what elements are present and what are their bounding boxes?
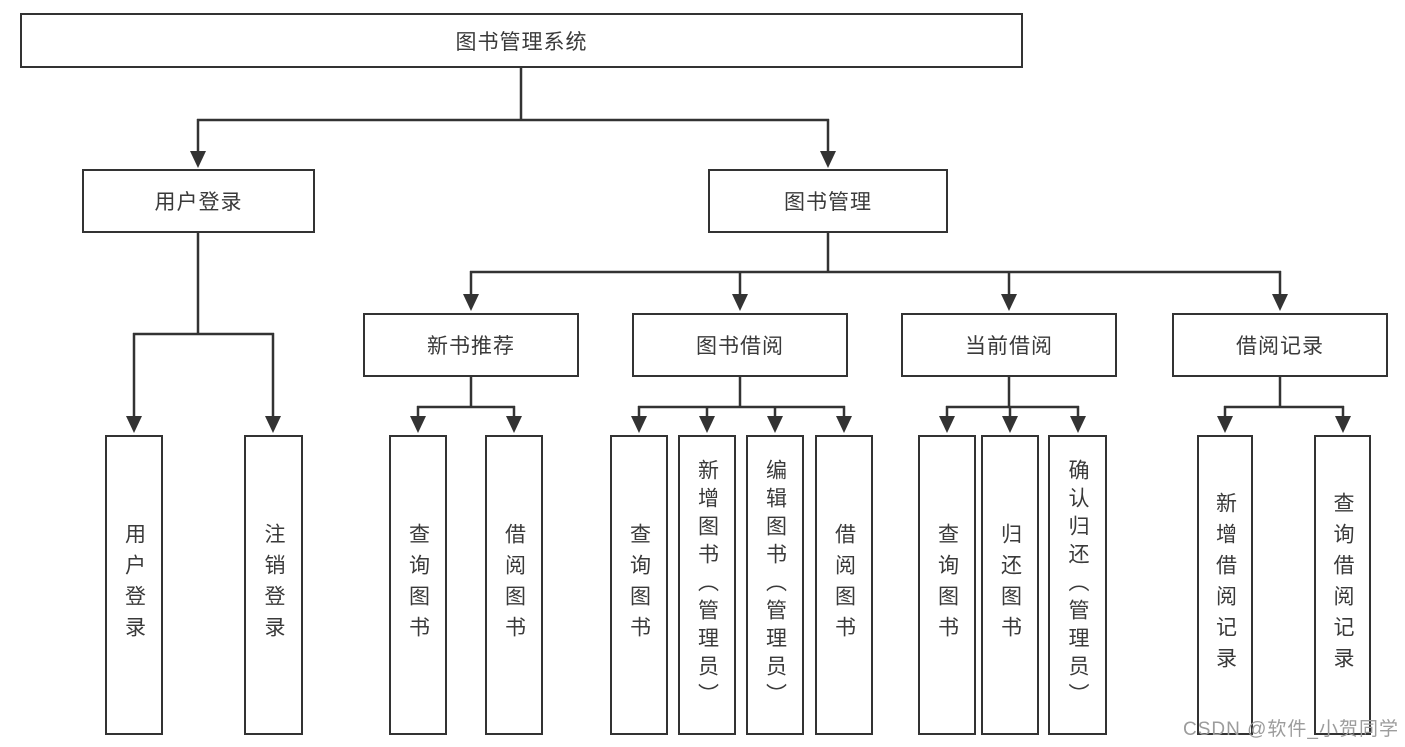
leaf-add-borrow-record-label: 新增借阅记录 — [1213, 492, 1237, 678]
leaf-return-books: 归还图书 — [981, 435, 1039, 735]
leaf-add-book-admin: 新增图书（管理员） — [678, 435, 736, 735]
leaf-logout-label: 注销登录 — [262, 523, 285, 647]
node-current-borrowing: 当前借阅 — [901, 313, 1117, 377]
leaf-confirm-return-admin: 确认归还（管理员） — [1048, 435, 1107, 735]
leaf-query-books-borrowing: 查询图书 — [610, 435, 668, 735]
leaf-query-books-recommend-label: 查询图书 — [406, 523, 430, 647]
leaf-logout: 注销登录 — [244, 435, 303, 735]
node-book-management: 图书管理 — [708, 169, 948, 233]
leaf-add-borrow-record: 新增借阅记录 — [1197, 435, 1253, 735]
node-user-login-label: 用户登录 — [154, 191, 243, 214]
node-new-book-recommendation: 新书推荐 — [363, 313, 579, 377]
leaf-query-books-borrowing-label: 查询图书 — [627, 523, 651, 647]
leaf-user-login-label: 用户登录 — [122, 523, 146, 647]
csdn-watermark: CSDN @软件_小贺同学 — [1183, 719, 1399, 740]
leaf-add-book-admin-label: 新增图书（管理员） — [695, 459, 719, 711]
leaf-user-login: 用户登录 — [105, 435, 163, 735]
leaf-confirm-return-admin-label: 确认归还（管理员） — [1066, 459, 1089, 711]
leaf-borrow-books-borrowing: 借阅图书 — [815, 435, 873, 735]
leaf-query-books-current-label: 查询图书 — [935, 523, 959, 647]
leaf-borrow-books-recommend: 借阅图书 — [485, 435, 543, 735]
node-user-login: 用户登录 — [82, 169, 315, 233]
leaf-borrow-books-borrowing-label: 借阅图书 — [832, 523, 856, 647]
leaf-query-books-current: 查询图书 — [918, 435, 976, 735]
node-current-borrowing-label: 当前借阅 — [965, 335, 1053, 358]
node-borrowing-records: 借阅记录 — [1172, 313, 1388, 377]
node-borrowing-records-label: 借阅记录 — [1236, 335, 1324, 358]
leaf-query-books-recommend: 查询图书 — [389, 435, 447, 735]
node-root: 图书管理系统 — [20, 13, 1023, 68]
leaf-edit-book-admin-label: 编辑图书（管理员） — [763, 459, 787, 711]
node-book-management-label: 图书管理 — [784, 191, 872, 214]
leaf-query-borrow-record-label: 查询借阅记录 — [1331, 492, 1354, 678]
node-root-label: 图书管理系统 — [455, 30, 588, 54]
leaf-query-borrow-record: 查询借阅记录 — [1314, 435, 1371, 735]
leaf-borrow-books-recommend-label: 借阅图书 — [502, 523, 526, 647]
node-new-book-recommendation-label: 新书推荐 — [427, 335, 515, 358]
node-book-borrowing: 图书借阅 — [632, 313, 848, 377]
leaf-edit-book-admin: 编辑图书（管理员） — [746, 435, 804, 735]
node-book-borrowing-label: 图书借阅 — [696, 335, 784, 358]
leaf-return-books-label: 归还图书 — [998, 523, 1022, 647]
